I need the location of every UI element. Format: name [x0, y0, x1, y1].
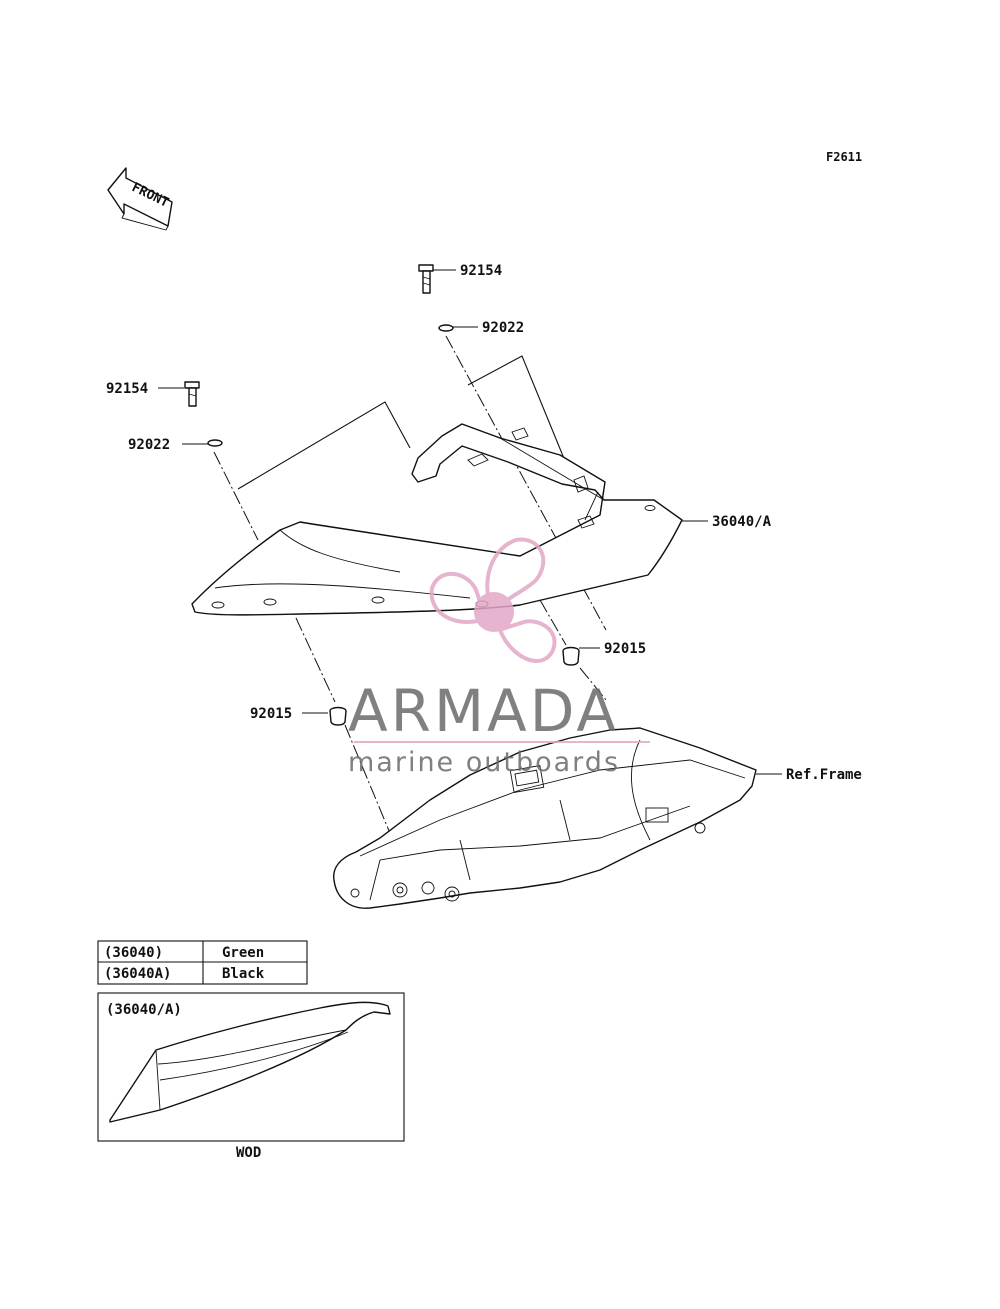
- table-row-2-color: Black: [222, 966, 265, 982]
- watermark-tagline: marine outboards: [348, 747, 620, 778]
- inset-label: (36040/A): [106, 1002, 182, 1018]
- front-arrow-icon: FRONT: [107, 167, 173, 231]
- armada-watermark: ARMADA marine outboards: [348, 537, 650, 778]
- table-row-1-code: (36040): [104, 945, 163, 961]
- label-collar-left: 92015: [250, 706, 292, 722]
- figure-id: F2611: [826, 150, 862, 164]
- inset-cover-side-view: [109, 1001, 391, 1123]
- left-collar: [329, 706, 347, 726]
- inset-box: (36040/A): [97, 992, 405, 1142]
- left-bolt: [184, 381, 200, 407]
- label-washer-upper: 92022: [482, 320, 524, 336]
- left-washer: [207, 439, 223, 447]
- label-frame-ref: Ref.Frame: [786, 767, 862, 783]
- rear-frame-part: [333, 727, 757, 909]
- label-cover: 36040/A: [712, 514, 772, 530]
- propeller-hub-icon: [474, 592, 514, 632]
- seat-cover-part: [191, 423, 683, 616]
- upper-bolt: [418, 264, 434, 294]
- label-washer-left: 92022: [128, 437, 170, 453]
- label-bolt-left: 92154: [106, 381, 148, 397]
- right-collar: [562, 646, 580, 666]
- upper-washer: [438, 324, 454, 332]
- label-collar-right: 92015: [604, 641, 646, 657]
- table-row-1-color: Green: [222, 945, 264, 961]
- label-bolt-upper: 92154: [460, 263, 502, 279]
- watermark-brand: ARMADA: [348, 677, 619, 745]
- table-row-2-code: (36040A): [104, 966, 171, 982]
- color-table: (36040) Green (36040A) Black: [97, 940, 308, 985]
- inset-caption: WOD: [236, 1145, 261, 1161]
